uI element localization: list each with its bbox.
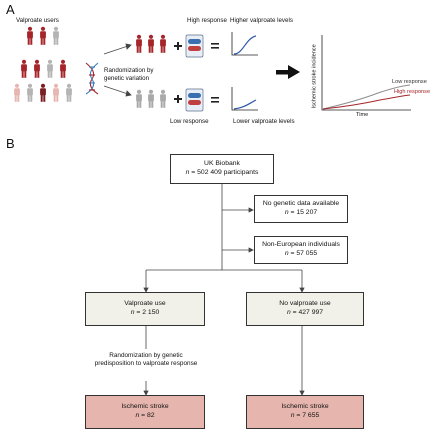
no-genetic-data-title: No genetic data available bbox=[262, 200, 340, 208]
non-european-count: n = 57 055 bbox=[284, 250, 318, 257]
equals-icons bbox=[211, 43, 219, 103]
valproate-use-box: Valproate use n = 2 150 bbox=[85, 292, 205, 326]
flowchart-connectors bbox=[143, 184, 305, 396]
higher-levels-plot bbox=[231, 32, 258, 56]
incidence-plot bbox=[321, 35, 411, 111]
valproate-use-count: n = 2 150 bbox=[130, 309, 160, 316]
ischemic-stroke-no-valproate-count: n = 7 655 bbox=[290, 412, 320, 419]
no-genetic-data-box: No genetic data available n = 15 207 bbox=[254, 195, 348, 223]
ischemic-stroke-no-valproate-title: Ischemic stroke bbox=[281, 403, 329, 411]
ischemic-stroke-valproate-count: n = 82 bbox=[135, 412, 155, 419]
ischemic-stroke-valproate-title: Ischemic stroke bbox=[121, 403, 169, 411]
lower-levels-label: Lower valproate levels bbox=[233, 118, 295, 125]
randomization-predisposition-line-2: predisposition to valproate response bbox=[94, 360, 198, 368]
legend-low-response: Low response bbox=[392, 79, 427, 85]
panel-b-letter: B bbox=[6, 136, 15, 151]
incidence-xaxis-label: Time bbox=[356, 112, 369, 118]
legend-high-response: High response bbox=[394, 89, 431, 95]
lower-levels-plot bbox=[231, 87, 258, 111]
big-arrow bbox=[276, 65, 300, 79]
low-response-group bbox=[136, 89, 166, 108]
no-valproate-use-count: n = 427 997 bbox=[286, 309, 324, 316]
non-european-box: Non-European individuals n = 57 055 bbox=[254, 236, 348, 264]
no-valproate-use-box: No valproate use n = 427 997 bbox=[246, 292, 364, 326]
plus-icons bbox=[174, 42, 182, 103]
randomization-predisposition-line-1: Randomization by genetic bbox=[109, 352, 183, 359]
randomization-predisposition-label: Randomization by genetic predisposition … bbox=[76, 352, 216, 368]
valproate-users-crowd bbox=[14, 26, 72, 102]
non-european-title: Non-European individuals bbox=[262, 241, 340, 249]
valproate-users-label: Valproate users bbox=[16, 17, 59, 24]
dna-icon bbox=[85, 62, 99, 95]
uk-biobank-box: UK Biobank n = 502 409 participants bbox=[170, 154, 274, 184]
high-response-group bbox=[136, 34, 166, 53]
high-response-label: High response bbox=[187, 17, 227, 24]
no-valproate-use-title: No valproate use bbox=[279, 300, 331, 308]
higher-levels-label: Higher valproate levels bbox=[230, 17, 293, 24]
uk-biobank-count: n = 502 409 participants bbox=[185, 169, 259, 176]
low-response-label: Low response bbox=[170, 118, 209, 125]
valproate-use-title: Valproate use bbox=[124, 300, 166, 308]
medication-icon-high bbox=[185, 34, 204, 58]
uk-biobank-title: UK Biobank bbox=[204, 160, 240, 168]
panel-a-letter: A bbox=[6, 2, 15, 17]
randomization-label: Randomization by genetic variation bbox=[104, 67, 154, 82]
randomization-line-2: genetic variation bbox=[104, 74, 150, 82]
ischemic-stroke-no-valproate-box: Ischemic stroke n = 7 655 bbox=[246, 395, 364, 429]
randomization-line-1: Randomization by bbox=[104, 67, 154, 74]
no-genetic-data-count: n = 15 207 bbox=[284, 209, 318, 216]
incidence-yaxis-label: Ischemic stroke incidence bbox=[311, 44, 318, 109]
split-arrows bbox=[103, 43, 132, 97]
medication-icon-low bbox=[185, 88, 204, 112]
ischemic-stroke-valproate-box: Ischemic stroke n = 82 bbox=[85, 395, 205, 429]
